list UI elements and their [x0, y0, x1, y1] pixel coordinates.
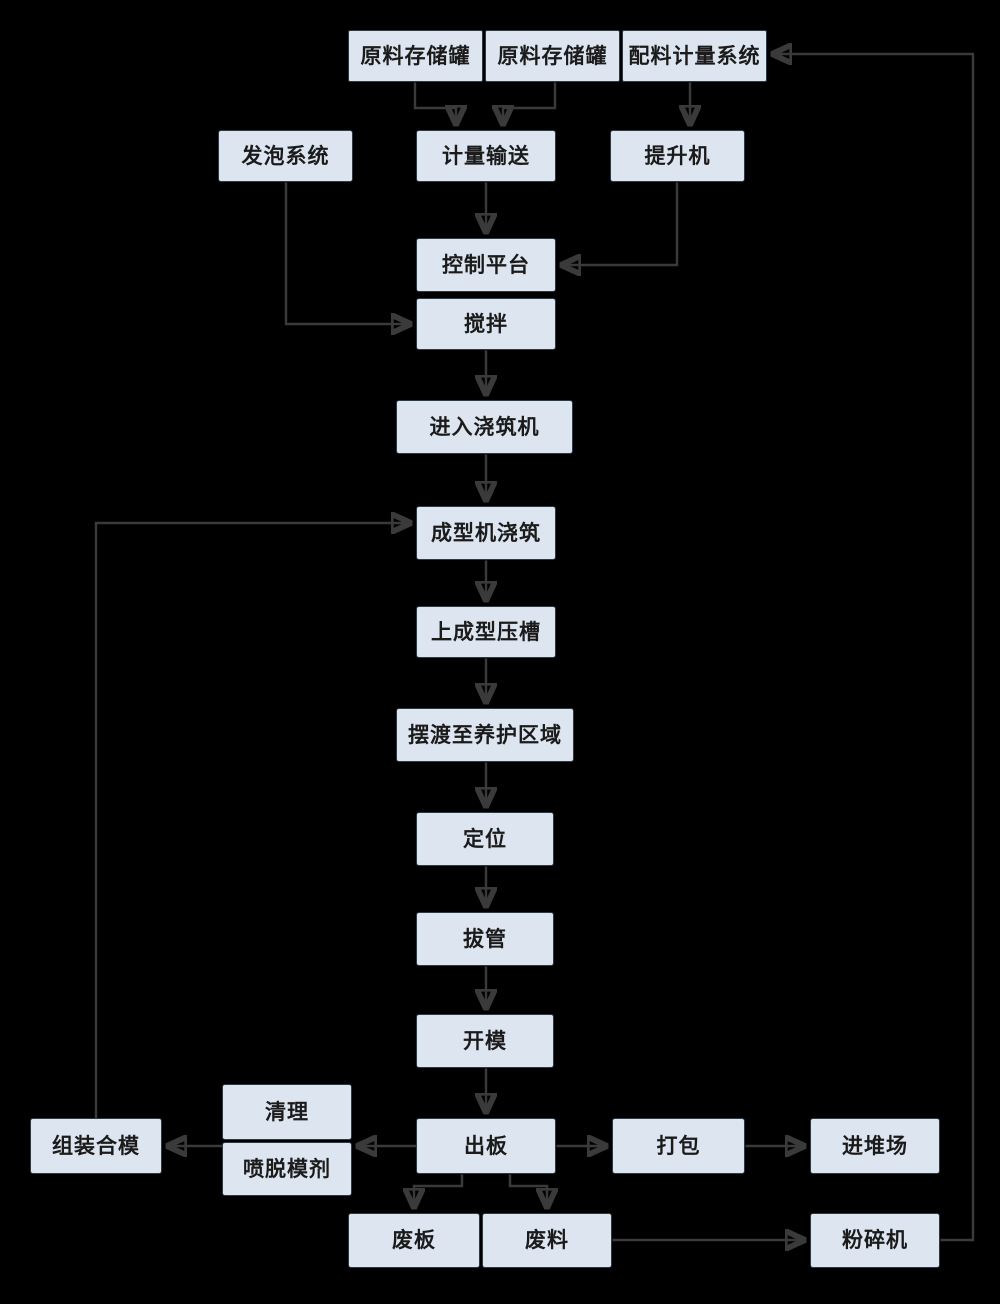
flow-node-elevator[interactable]: 提升机	[610, 130, 745, 182]
flow-node-former_casting[interactable]: 成型机浇筑	[416, 506, 556, 560]
flow-node-control_platform[interactable]: 控制平台	[416, 238, 556, 292]
flow-node-board_out[interactable]: 出板	[416, 1118, 556, 1174]
flow-node-metering_conv[interactable]: 计量输送	[416, 130, 556, 182]
flow-node-mixing[interactable]: 搅拌	[416, 298, 556, 350]
flow-edge-raw_tank_1-to-metering_conv	[413, 82, 456, 124]
flow-node-demolding[interactable]: 开模	[416, 1014, 554, 1068]
flow-edge-assemble_mold-to-former_casting	[94, 523, 410, 1118]
flow-edge-elevator-to-control_platform	[562, 182, 679, 265]
flow-node-assemble_mold[interactable]: 组装合模	[30, 1118, 162, 1174]
flow-edge-board_out-to-waste_board	[414, 1174, 464, 1207]
flow-node-raw_tank_2[interactable]: 原料存储罐	[485, 30, 620, 82]
flow-edge-board_out-to-waste_material	[508, 1174, 547, 1207]
flow-edge-foaming_system-to-mixing	[284, 182, 410, 324]
flow-node-crusher[interactable]: 粉碎机	[810, 1213, 940, 1268]
flow-node-top_form_groove[interactable]: 上成型压槽	[416, 606, 556, 658]
flow-node-to_yard[interactable]: 进堆场	[810, 1118, 940, 1174]
flow-edge-raw_tank_2-to-metering_conv	[503, 82, 557, 124]
flow-node-cleaning[interactable]: 清理	[222, 1084, 352, 1140]
flow-node-batching_system[interactable]: 配料计量系统	[622, 30, 767, 82]
flow-node-waste_material[interactable]: 废料	[482, 1213, 612, 1268]
flow-node-ferry_to_curing[interactable]: 摆渡至养护区域	[396, 708, 574, 762]
flow-node-enter_caster[interactable]: 进入浇筑机	[396, 400, 573, 454]
flow-node-packing[interactable]: 打包	[612, 1118, 745, 1174]
flow-edge-crusher-to-batching_system	[773, 54, 975, 1242]
flow-node-raw_tank_1[interactable]: 原料存储罐	[348, 30, 483, 82]
flow-node-spray_release[interactable]: 喷脱模剂	[222, 1142, 352, 1196]
flow-node-positioning[interactable]: 定位	[416, 812, 554, 866]
flow-node-waste_board[interactable]: 废板	[348, 1213, 480, 1268]
flow-node-pipe_pulling[interactable]: 拔管	[416, 912, 554, 966]
flow-node-foaming_system[interactable]: 发泡系统	[218, 130, 353, 182]
